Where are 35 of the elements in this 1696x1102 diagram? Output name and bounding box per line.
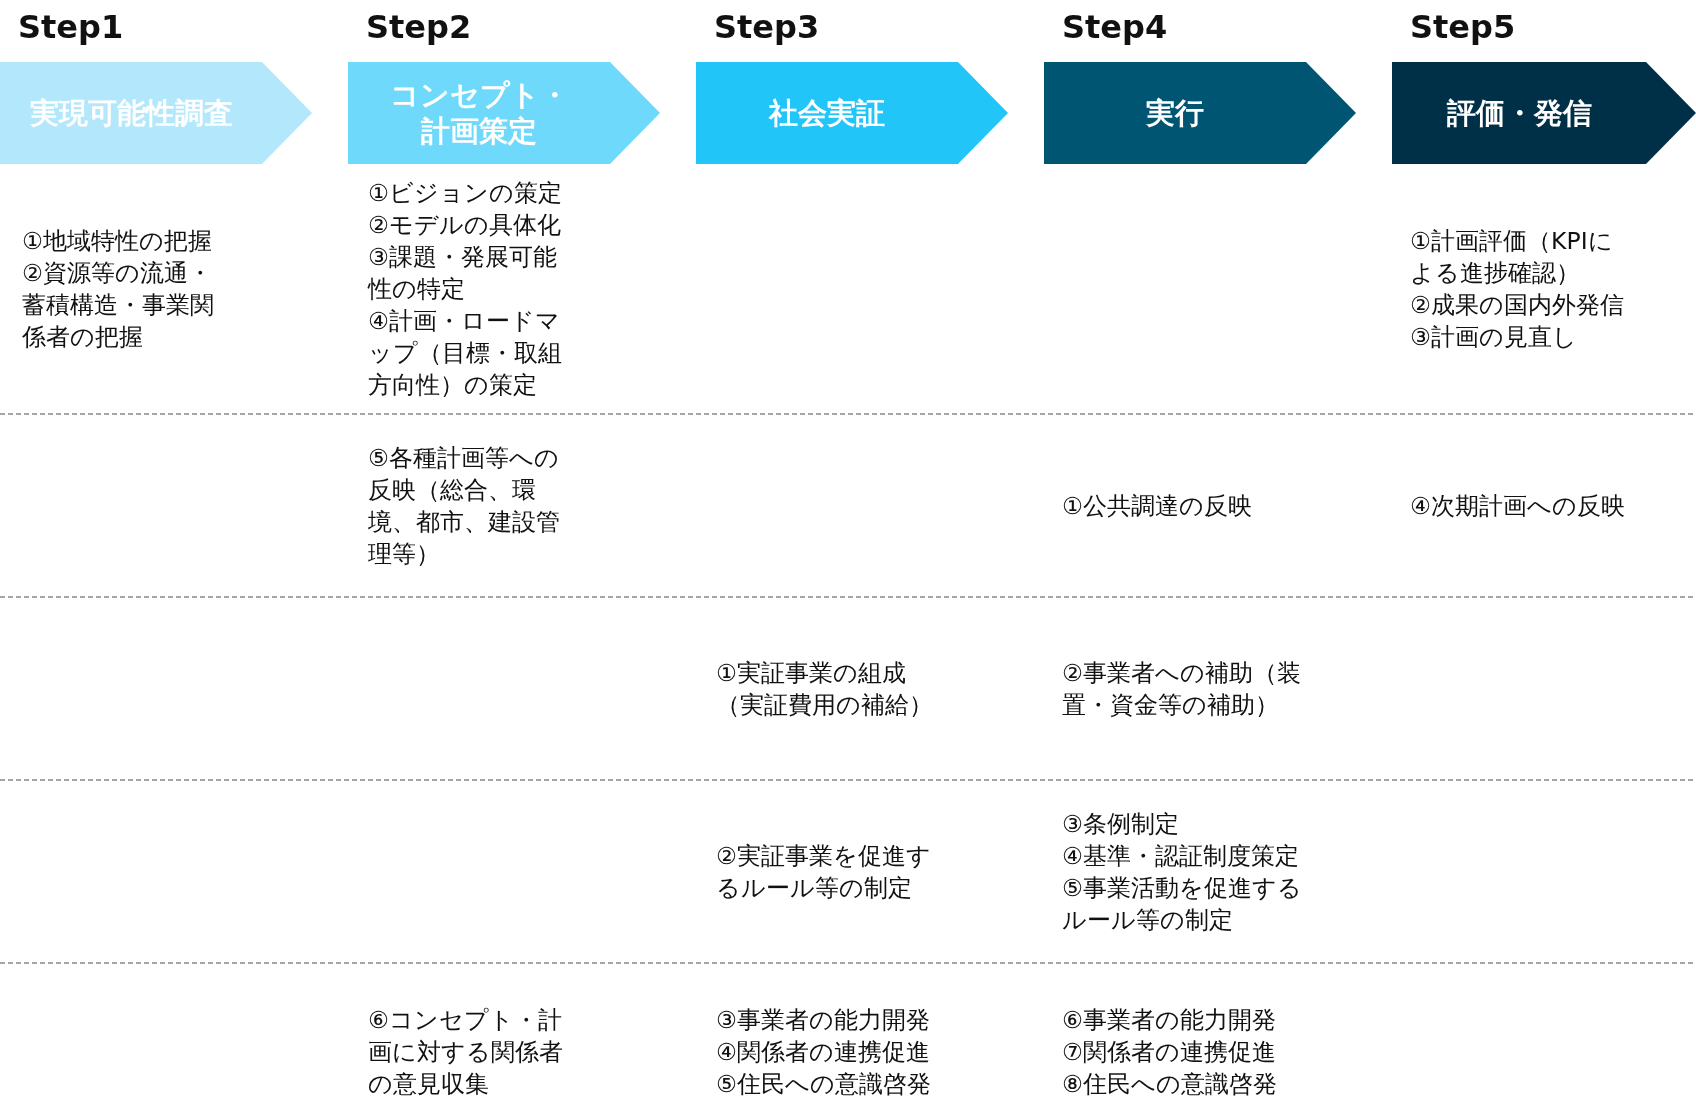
step-heading: Step2 (366, 8, 472, 46)
step-heading: Step3 (714, 8, 820, 46)
step-item: ①公共調達の反映 (1062, 490, 1254, 522)
step-item: ⑤各種計画等への反映（総合、環境、都市、建設管理等） (368, 442, 561, 570)
step-item: ④次期計画への反映 (1410, 490, 1627, 522)
step-item: ②モデルの具体化 (368, 210, 563, 241)
step-item: ④基準・認証制度策定 (1062, 840, 1301, 872)
step-item: ③計画の見直し (1410, 322, 1579, 353)
step-item: ①計画評価（KPIによる進捗確認） (1410, 226, 1614, 289)
step-item: ⑤住民への意識啓発 (716, 1069, 933, 1100)
step-item: ③条例制定 (1062, 808, 1181, 840)
step-title: コンセプト・計画策定 (388, 77, 570, 149)
step-item: ④計画・ロードマップ（目標・取組方向性）の策定 (368, 306, 563, 401)
step-item: ①地域特性の把握 (22, 226, 214, 257)
step-heading: Step1 (18, 8, 124, 46)
step-item: ③課題・発展可能性の特定 (368, 242, 559, 305)
step-item: ③事業者の能力開発 (716, 1005, 932, 1036)
step-item: ④関係者の連携促進 (716, 1037, 932, 1068)
step-title: 実行 (1146, 95, 1204, 131)
step-item: ①実証事業の組成（実証費用の補給） (716, 657, 934, 721)
step-item: ②事業者への補助（装置・資金等の補助） (1062, 657, 1303, 721)
step-item: ⑦関係者の連携促進 (1062, 1037, 1278, 1068)
step-item: ⑥コンセプト・計画に対する関係者の意見収集 (368, 1005, 564, 1100)
step-heading: Step5 (1410, 8, 1516, 46)
step-title: 評価・発信 (1446, 95, 1592, 131)
step-item: ⑥事業者の能力開発 (1062, 1005, 1278, 1036)
step-item: ②成果の国内外発信 (1410, 290, 1626, 321)
step-item: ⑤事業活動を促進するルール等の制定 (1062, 872, 1304, 936)
step-item: ⑧住民への意識啓発 (1062, 1069, 1279, 1100)
step-title: 実現可能性調査 (29, 95, 233, 131)
step-title: 社会実証 (769, 95, 885, 131)
step-item: ②資源等の流通・蓄積構造・事業関係者の把握 (22, 258, 215, 353)
step-item: ①ビジョンの策定 (368, 178, 564, 209)
step-item: ②実証事業を促進するルール等の制定 (716, 840, 933, 904)
step-heading: Step4 (1062, 8, 1168, 46)
